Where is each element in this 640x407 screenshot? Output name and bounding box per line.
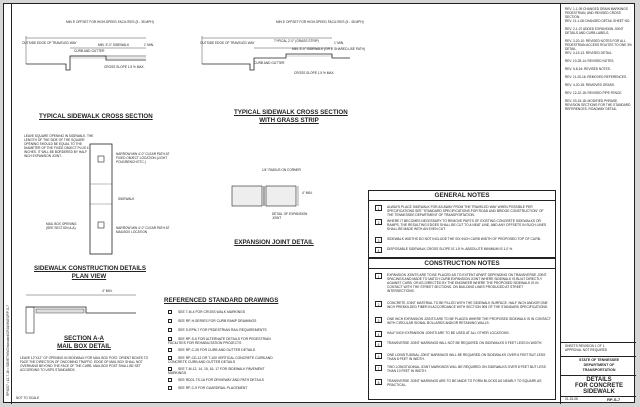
mailbox-title-2: MAIL BOX DETAIL bbox=[57, 343, 111, 350]
construction-notes-title: CONSTRUCTION NOTES bbox=[369, 259, 555, 269]
ej-radius: 1/4" RADIUS ON CORNER bbox=[262, 168, 301, 172]
pv-narrow-top: NARROW MIN 4'-0" CLEAR PATH AT FIXED OBJ… bbox=[116, 152, 170, 164]
referenced-drawings: REFERENCED STANDARD DRAWINGS SEE T-M-4 F… bbox=[164, 297, 278, 394]
sheet-number: RP-S-7 bbox=[607, 396, 621, 402]
title-block: REV. 1-1-09 CHANGED DRAIN MARKINGS PEDES… bbox=[560, 4, 636, 404]
cs-min-offset: MIN 5' OFFSET FOR HIGH-SPEED FACILITIES … bbox=[66, 20, 154, 24]
expansion-joint-title: EXPANSION JOINT DETAIL bbox=[234, 239, 314, 246]
revision-entry: REV. 11-25-16: REMOVED REFERENCES. bbox=[565, 75, 627, 79]
pv-sidewalk: SIDEWALK bbox=[118, 197, 135, 201]
cs-curb-gutter: CURB AND GUTTER bbox=[74, 49, 105, 53]
agency-line-1: STATE OF TENNESSEE bbox=[578, 358, 619, 362]
agency-line-2: DEPARTMENT OF bbox=[583, 363, 615, 367]
stamp-divider bbox=[561, 342, 636, 343]
sheet-title-2: FOR CONCRETE bbox=[575, 383, 623, 389]
cs-sidewalk-width: MIN. 5'-0" SIDEWALK bbox=[98, 43, 130, 47]
plan-view-title-1: SIDEWALK CONSTRUCTION DETAILS bbox=[34, 265, 146, 272]
reference-box bbox=[168, 310, 172, 315]
revision-entry: REV. 3-20-10: REVISED NOTES FOR ALL PEDE… bbox=[565, 39, 632, 51]
reference-item: SEE RD01-TS-1A FOR DRIVEWAY AND PATH DET… bbox=[168, 378, 264, 383]
ej-depth: 4" MIN. bbox=[302, 191, 313, 195]
reference-item: SEE RP-CD-12 OR T-100 VERTICAL CONCRETE … bbox=[168, 356, 273, 365]
gs-strip: TYPICAL 2'-0" (GRASS STRIP) bbox=[274, 39, 319, 43]
reference-box bbox=[168, 328, 172, 333]
references-title: REFERENCED STANDARD DRAWINGS bbox=[164, 297, 279, 304]
gs-curb-gutter: CURB AND GUTTER bbox=[254, 61, 285, 65]
reference-box bbox=[168, 319, 172, 324]
revision-entry: REV. 12-22-18: REVISED PIPE FENCE. bbox=[565, 91, 623, 95]
mailbox-title-1: SECTION A-A bbox=[64, 335, 104, 342]
revision-entry: REV. 2-1-07 ADDED EXPANSION JOINT DETAIL… bbox=[565, 27, 624, 35]
cs-outside-edge: OUTSIDE EDGE OF TRAVELED WAY bbox=[22, 41, 77, 45]
mb-width: 4" MIN. bbox=[102, 289, 113, 293]
mailbox-drawing bbox=[25, 294, 136, 334]
expansion-joint-drawing bbox=[231, 185, 299, 207]
sheet-title-3: SIDEWALK bbox=[583, 389, 615, 395]
stamp-line-1: SHEETS REVISION 1 OF 1 bbox=[565, 344, 605, 348]
revision-entry: REV. 1-1-09 CHANGED DRAIN MARKINGS PEDES… bbox=[565, 7, 628, 19]
sheet-title-1: DETAILS bbox=[586, 377, 612, 383]
gs-buffer: 1' MIN. bbox=[334, 41, 344, 45]
reference-item: SEE T-M-4 FOR CROSS WALK MARKINGS bbox=[168, 310, 245, 315]
cross-section-drawing bbox=[25, 36, 146, 71]
grass-section-title-1: TYPICAL SIDEWALK CROSS SECTION bbox=[234, 109, 348, 116]
file-path-text: RPS007 • 12-7-16 • SOMETHING/standard/DR… bbox=[6, 305, 10, 396]
reference-item: SEE RP-S-6 FOR ALTERNATE DETAILS FOR PED… bbox=[168, 337, 271, 346]
gs-slope: CROSS SLOPE 1.5 % MAX. bbox=[294, 71, 335, 75]
plan-view-drawing bbox=[89, 143, 113, 255]
gs-outside-edge: OUTSIDE EDGE OF TRAVELED WAY bbox=[200, 41, 255, 45]
reference-item: SEE RP-C-25 FOR CURB AND GUTTER DETAILS bbox=[168, 348, 255, 353]
pv-leave-square: LEAVE SQUARE OPENING IN SIDEWALK. THE LE… bbox=[24, 134, 94, 158]
gs-min-offset: MIN 5' OFFSET FOR HIGH-SPEED FACILITIES … bbox=[276, 20, 364, 24]
gs-sidewalk-width: MIN. 5'-0" SIDEWALK (OR 6' SHARED-USE PA… bbox=[292, 47, 365, 51]
reference-item: SEE RP-C-9 FOR GUARDRAIL PLACEMENT bbox=[168, 386, 247, 391]
drawing-sheet: RPS007 • 12-7-16 • SOMETHING/standard/DR… bbox=[3, 3, 636, 404]
reference-box bbox=[168, 348, 172, 353]
pv-narrow-bottom: NARROW MIN 4'-0" CLEAR PATH AT MAILBOX L… bbox=[116, 226, 170, 234]
revision-entry: REV. 03-15-18: MODIFIED PHRASE. REVISION… bbox=[565, 99, 631, 111]
reference-box bbox=[168, 378, 172, 383]
agency-divider bbox=[561, 356, 636, 357]
mb-note: LEAVE 12"X12" OF OPENING IN SIDEWALK FOR… bbox=[20, 356, 149, 372]
title-divider bbox=[561, 375, 636, 376]
reference-item: SEE RP-H-SERIES FOR CURB RAMP DRAWINGS bbox=[168, 319, 256, 324]
agency-line-3: TRANSPORTATION bbox=[582, 368, 616, 372]
pv-mailbox: MAIL BOX OPENING (SEE SECTION A-A) bbox=[46, 222, 77, 230]
revision-entry: REV. 5-8-16: REVISED NOTES. bbox=[565, 67, 611, 71]
cs-slope: CROSS SLOPE 1.5 % MAX. bbox=[104, 65, 145, 69]
reference-item: SEE T-M-12, 14, 15, 16, 17 FOR SIDEWALK … bbox=[168, 367, 265, 376]
revision-entry: REV. 4-20-18: REMOVED GRASS. bbox=[565, 83, 615, 87]
grass-section-drawing bbox=[201, 36, 350, 71]
cross-section-title: TYPICAL SIDEWALK CROSS SECTION bbox=[39, 113, 153, 120]
revision-entry: REV. 10-25-14: REVISED NOTES. bbox=[565, 59, 615, 63]
reference-box bbox=[168, 386, 172, 391]
revision-entry: REV. 3-19-13: REVISED DETAIL. bbox=[565, 51, 613, 55]
general-notes-title: GENERAL NOTES bbox=[369, 191, 555, 201]
stamp-line-2: APPROVAL NOT REQUIRED bbox=[565, 348, 608, 352]
cs-buffer: 1' MIN. bbox=[144, 43, 154, 47]
revision-entry: REV. 11-1-08 CHANGED DETAIL SHEET NO. bbox=[565, 19, 631, 23]
reference-item: SEE S-RPN-7 FOR PEDESTRIAN RAIL REQUIREM… bbox=[168, 328, 267, 333]
plan-view-title-2: PLAN VIEW bbox=[71, 273, 107, 280]
file-path-strip: RPS007 • 12-7-16 • SOMETHING/standard/DR… bbox=[4, 4, 12, 404]
not-to-scale: NOT TO SCALE bbox=[16, 396, 40, 400]
footer-divider bbox=[561, 396, 636, 397]
ej-detail: DETAIL OF EXPANSION JOINT bbox=[272, 212, 308, 220]
drawing-date: 01-15-08 bbox=[565, 397, 578, 401]
grass-section-title-2: WITH GRASS STRIP bbox=[259, 117, 319, 124]
